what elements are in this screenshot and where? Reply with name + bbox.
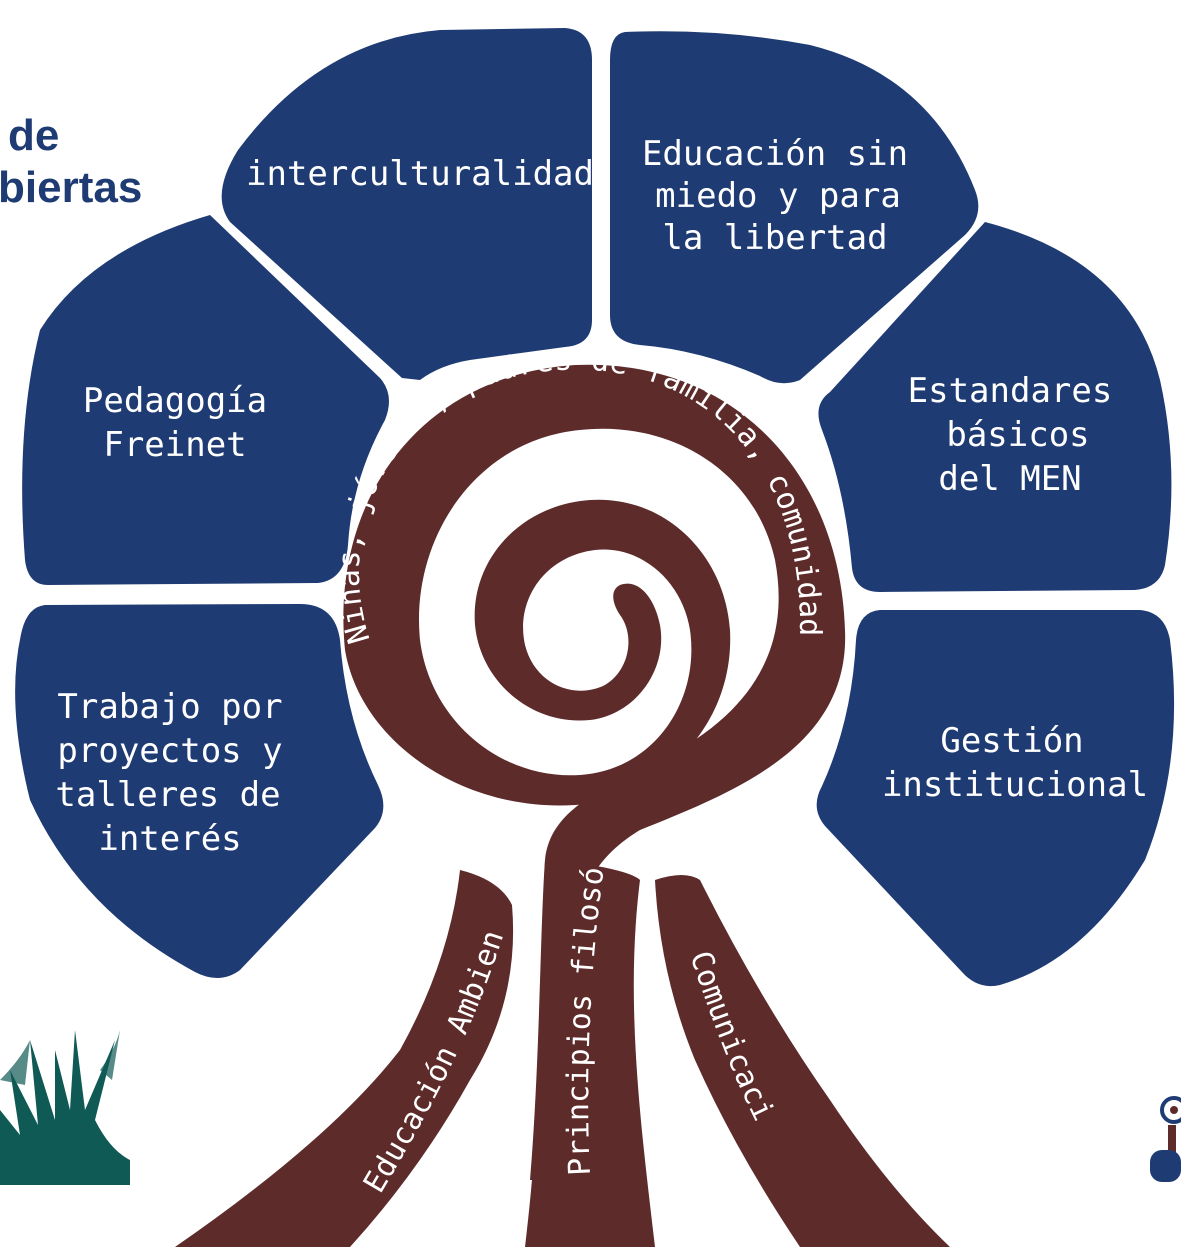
petal-label-gestion-line-2: institucional	[882, 765, 1148, 805]
trunk-spiral	[343, 364, 846, 1180]
petal-label-estandares-line-1: Estandares	[908, 371, 1113, 411]
title-line-2: biertas	[0, 163, 142, 212]
petal-label-estandares-line-3: del MEN	[938, 459, 1081, 499]
root-right	[655, 875, 950, 1247]
petal-labels: interculturalidad Educación sin miedo y …	[55, 134, 1148, 859]
petal-trabajo-proyectos	[15, 604, 384, 979]
petal-label-educacion-line-1: Educación sin	[642, 134, 908, 174]
root-center	[525, 860, 655, 1247]
petal-label-trabajo-line-4: interés	[98, 819, 241, 859]
petal-label-interculturalidad: interculturalidad	[246, 154, 594, 194]
petal-label-educacion-line-2: miedo y para	[655, 176, 901, 216]
petals	[15, 28, 1175, 987]
root-left	[175, 870, 514, 1247]
small-tree-logo-icon	[1150, 1096, 1181, 1182]
petal-estandares	[818, 222, 1172, 592]
trunk	[175, 364, 950, 1247]
petal-label-educacion-line-3: la libertad	[662, 218, 887, 258]
petal-label-pedagogia-line-1: Pedagogía	[83, 381, 267, 421]
petal-label-trabajo-line-2: proyectos y	[57, 731, 282, 771]
petal-label-trabajo-line-3: talleres de	[55, 775, 280, 815]
petal-label-trabajo-line-1: Trabajo por	[57, 687, 282, 727]
petal-educacion-sin-miedo	[610, 31, 979, 384]
plant-logo-icon	[0, 1030, 130, 1185]
petal-gestion	[816, 610, 1175, 987]
petal-label-estandares-line-2: básicos	[946, 415, 1089, 455]
petal-label-pedagogia-line-2: Freinet	[103, 425, 246, 465]
petal-interculturalidad	[221, 28, 592, 380]
petal-label-gestion-line-1: Gestión	[940, 721, 1083, 761]
title-line-1: de	[8, 111, 59, 160]
title: de biertas	[0, 111, 142, 212]
petal-pedagogia-freinet	[22, 215, 390, 585]
